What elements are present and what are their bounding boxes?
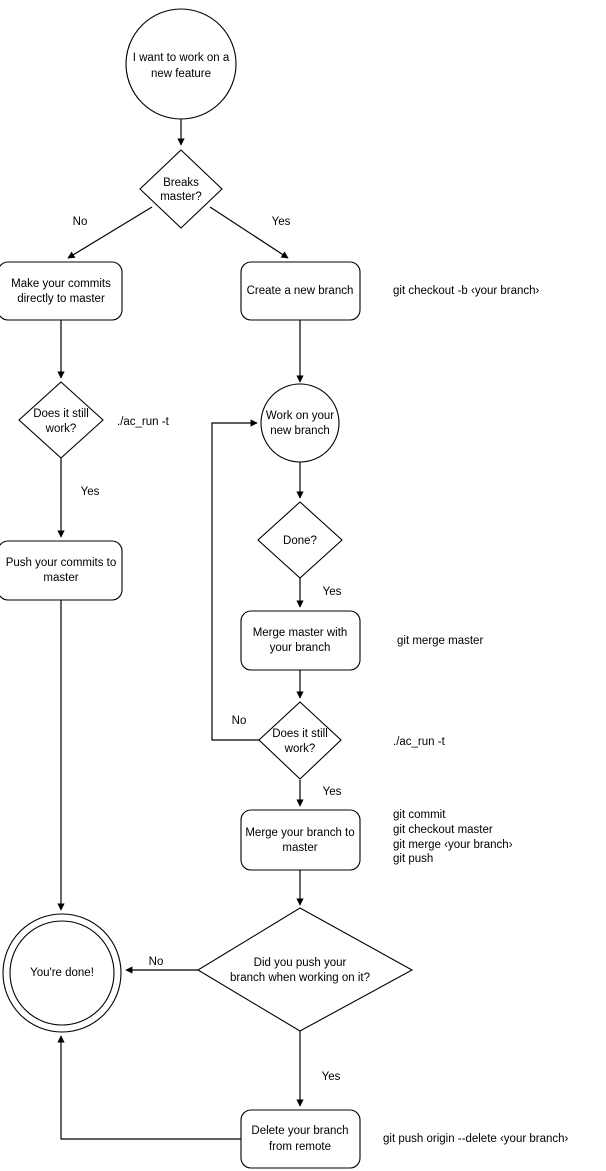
merge-branch-rect-shape — [240, 809, 361, 871]
command-annotations-group: git checkout -b ‹your branch› ./ac_run -… — [117, 285, 569, 1145]
left-still-work-diamond-shape — [18, 381, 104, 459]
command-ac-run-right: ./ac_run -t — [393, 736, 446, 748]
did-push-diamond-shape — [196, 907, 414, 1032]
right-still-work-label-line1: Does it still — [272, 728, 328, 740]
push-commits-rect-shape — [0, 540, 123, 601]
edge-delete-branch-to-youre-done — [57, 1035, 241, 1140]
node-did-push[interactable]: Did you push your branch when working on… — [196, 907, 414, 1032]
edge-labels-group: No Yes Yes Yes No Yes No Yes — [73, 216, 342, 1083]
right-still-work-diamond-shape — [258, 701, 342, 780]
did-push-label-line2: branch when working on it? — [230, 972, 370, 984]
node-done-question[interactable]: Done? — [257, 501, 343, 579]
edges-group — [57, 119, 304, 1140]
edge-still-work2-no-loop-to-work-branch — [211, 419, 259, 741]
done-question-diamond-shape — [257, 501, 343, 579]
edge-label-done-yes: Yes — [323, 586, 342, 598]
command-ac-run-left: ./ac_run -t — [117, 416, 170, 428]
command-merge-master: git merge master — [397, 635, 483, 647]
left-still-work-label-line1: Does it still — [33, 408, 89, 420]
start-label-line1: I want to work on a — [133, 52, 230, 64]
edge-label-breaks-yes: Yes — [272, 216, 291, 228]
edge-breaks-yes-to-create-branch — [209, 206, 289, 259]
youre-done-label: You're done! — [30, 967, 94, 979]
edge-label-right-work-no: No — [232, 715, 247, 727]
work-branch-label-line2: new branch — [270, 425, 329, 437]
edge-breaks-no-to-make-commits — [67, 206, 153, 259]
delete-branch-rect-shape — [240, 1109, 361, 1169]
command-merge-block-line1: git commit — [393, 809, 446, 821]
edge-label-did-push-yes: Yes — [322, 1071, 341, 1083]
edge-label-left-work-yes: Yes — [81, 486, 100, 498]
merge-master-label-line1: Merge master with — [253, 627, 348, 639]
make-commits-rect-shape — [0, 261, 123, 321]
merge-master-rect-shape — [240, 610, 361, 671]
node-breaks-master[interactable]: Breaks master? — [139, 149, 223, 229]
push-commits-label-line1: Push your commits to — [6, 557, 117, 569]
edge-label-did-push-no: No — [149, 956, 164, 968]
edge-label-right-work-yes: Yes — [323, 786, 342, 798]
work-branch-label-line1: Work on your — [266, 410, 334, 422]
node-left-still-work[interactable]: Does it still work? — [18, 381, 104, 459]
youre-done-inner-circle-shape — [9, 920, 115, 1026]
node-make-commits[interactable]: Make your commits directly to master — [0, 261, 123, 321]
did-push-label-line1: Did you push your — [254, 957, 347, 969]
push-commits-label-line2: master — [43, 572, 78, 584]
edge-label-breaks-no: No — [73, 216, 88, 228]
start-circle-shape — [125, 8, 237, 120]
done-question-label-line1: Done? — [283, 535, 317, 547]
node-merge-branch[interactable]: Merge your branch to master — [240, 809, 361, 871]
merge-branch-label-line1: Merge your branch to — [245, 827, 354, 839]
command-checkout-b: git checkout -b ‹your branch› — [393, 285, 540, 297]
left-still-work-label-line2: work? — [45, 423, 77, 435]
start-label-line2: new feature — [151, 68, 211, 80]
create-branch-rect-shape — [240, 261, 361, 321]
node-push-commits[interactable]: Push your commits to master — [0, 540, 123, 601]
delete-branch-label-line1: Delete your branch — [251, 1125, 348, 1137]
command-merge-block-line2: git checkout master — [393, 824, 493, 836]
node-work-branch[interactable]: Work on your new branch — [260, 383, 340, 463]
node-right-still-work[interactable]: Does it still work? — [258, 701, 342, 780]
command-merge-block-line3: git merge ‹your branch› — [393, 839, 513, 851]
node-create-branch[interactable]: Create a new branch — [240, 261, 361, 321]
command-push-delete: git push origin --delete ‹your branch› — [383, 1133, 569, 1145]
node-merge-master[interactable]: Merge master with your branch — [240, 610, 361, 671]
delete-branch-label-line2: from remote — [269, 1141, 331, 1153]
node-youre-done[interactable]: You're done! — [2, 913, 122, 1033]
make-commits-label-line2: directly to master — [17, 293, 105, 305]
breaks-master-label-line2: master? — [160, 191, 202, 203]
make-commits-label-line1: Make your commits — [11, 278, 111, 290]
merge-branch-label-line2: master — [282, 842, 317, 854]
breaks-master-diamond-shape — [139, 149, 223, 229]
merge-master-label-line2: your branch — [270, 642, 331, 654]
create-branch-label-line1: Create a new branch — [247, 285, 354, 297]
command-merge-block-line4: git push — [393, 853, 433, 865]
node-start[interactable]: I want to work on a new feature — [125, 8, 237, 120]
breaks-master-label-line1: Breaks — [163, 177, 199, 189]
node-delete-branch[interactable]: Delete your branch from remote — [240, 1109, 361, 1169]
work-branch-circle-shape — [260, 383, 340, 463]
right-still-work-label-line2: work? — [284, 743, 316, 755]
